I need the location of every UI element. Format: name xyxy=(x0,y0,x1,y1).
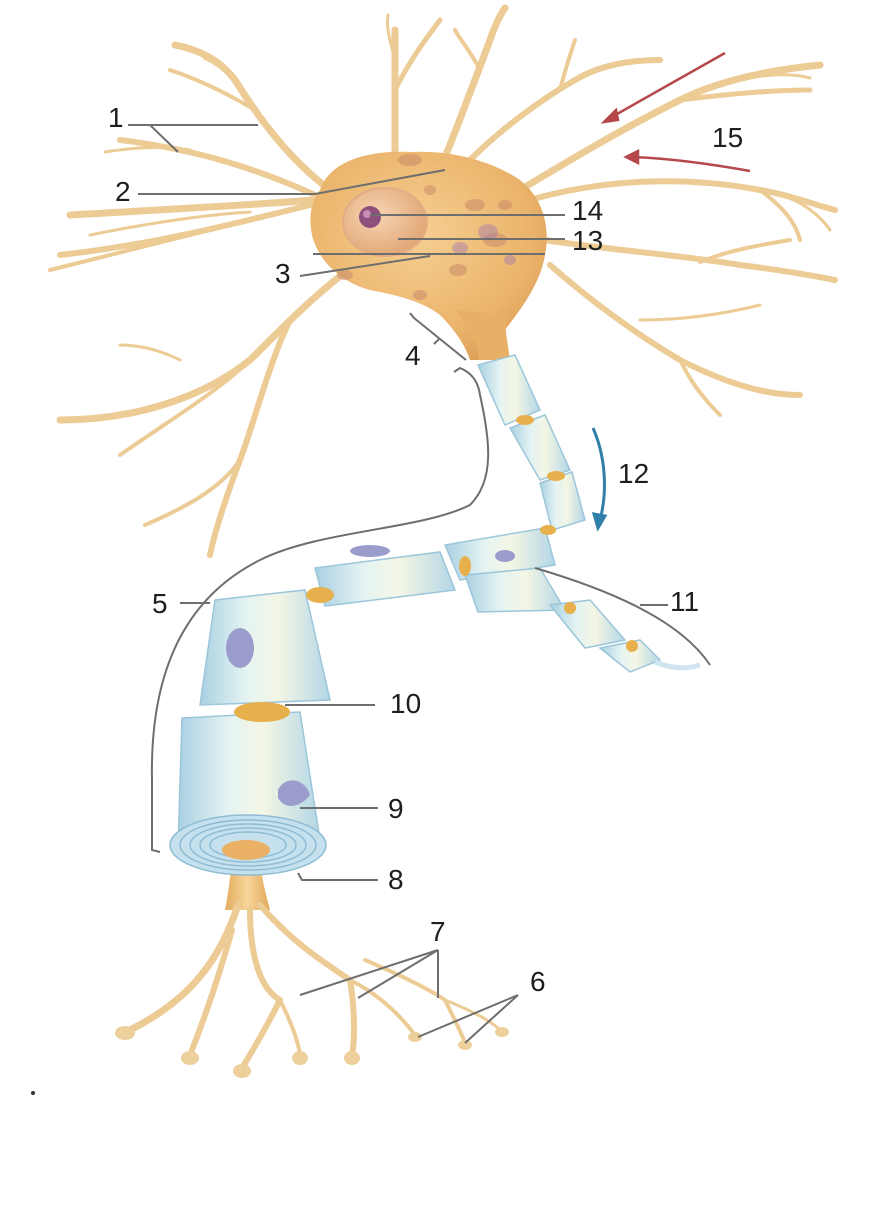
label-6-synaptic-terminals: 6 xyxy=(530,966,546,997)
incoming-signal-arrow-lower xyxy=(631,155,751,173)
schwann-nuclei xyxy=(226,545,515,806)
label-3: 3 xyxy=(275,258,291,289)
label-2: 2 xyxy=(115,176,131,207)
stray-mark xyxy=(31,1091,35,1095)
dendrites xyxy=(48,4,838,558)
nucleus xyxy=(342,187,428,257)
myelin-sheath xyxy=(177,354,662,849)
incoming-signal-arrows xyxy=(600,51,751,173)
label-11: 11 xyxy=(670,586,700,617)
label-14: 14 xyxy=(572,195,604,226)
outgoing-impulse-arrow xyxy=(591,427,608,532)
nucleolus xyxy=(359,206,381,228)
label-4-axon-hillock: 4 xyxy=(405,340,421,371)
axon-terminals xyxy=(126,901,502,1071)
incoming-signal-arrow-upper xyxy=(609,51,726,120)
axon xyxy=(169,354,701,910)
leader-lines xyxy=(128,124,711,1044)
label-1-dendrites: 1 xyxy=(108,102,124,133)
label-12: 12 xyxy=(618,458,650,489)
label-15: 15 xyxy=(712,122,744,153)
nodes-of-ranvier xyxy=(234,415,638,722)
terminal-boutons xyxy=(115,1026,509,1078)
label-8: 8 xyxy=(388,864,404,895)
label-10: 10 xyxy=(390,688,422,719)
label-7-telodendria: 7 xyxy=(430,916,446,947)
label-5-axon: 5 xyxy=(152,588,168,619)
label-9: 9 xyxy=(388,793,404,824)
label-13: 13 xyxy=(572,225,604,256)
